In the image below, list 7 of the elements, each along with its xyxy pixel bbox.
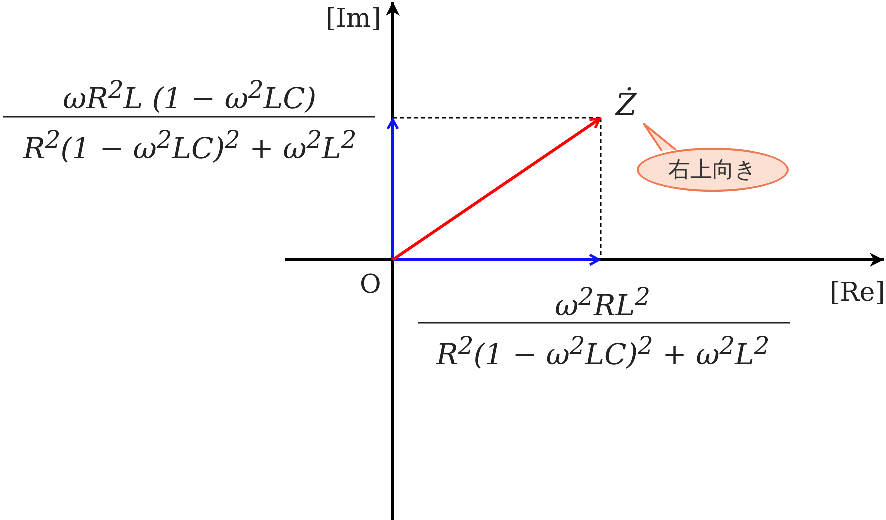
axis-label: [Im] — [326, 6, 382, 32]
formula-numerator: ωR$^{2}$L (1 − ω$^{2}$LC) — [63, 78, 317, 114]
formula-denominator: R$^{2}$(1 − ω$^{2}$LC)$^{2}$ + ω$^{2}$L$^{2}$ — [436, 334, 770, 370]
axis-label: [Re] — [830, 280, 886, 306]
formula-numerator: ω$^{2}$RL$^{2}$ — [555, 285, 650, 321]
formula-denominator: R$^{2}$(1 − ω$^{2}$LC)$^{2}$ + ω$^{2}$L$^{2}$ — [24, 128, 357, 164]
origin-label: O — [360, 272, 382, 298]
